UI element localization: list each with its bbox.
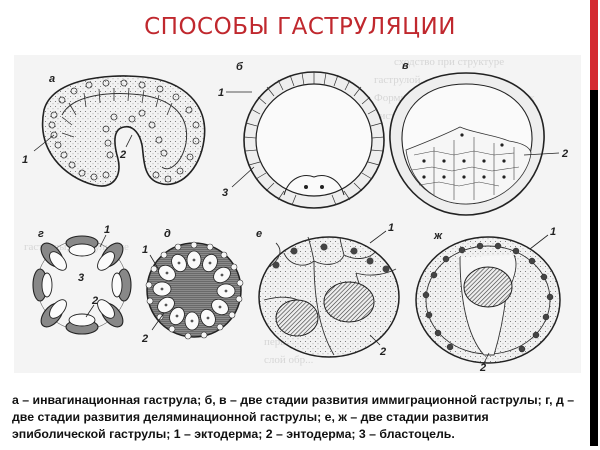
accent-bar-red: [590, 0, 598, 90]
panel-e-epiboly-stage-1: е 1: [256, 222, 400, 358]
callout-zh-2: 2: [479, 362, 486, 373]
callout-zh-1: 1: [550, 226, 556, 238]
panel-d-delamination-stage-2: д: [141, 228, 244, 345]
callout-g-3: 3: [78, 272, 84, 284]
callout-b-1: 1: [218, 87, 224, 99]
panel-label-b: б: [236, 61, 244, 73]
svg-text:слой обр...: слой обр...: [264, 354, 314, 366]
gastrulation-figure: сходство при структуре гаструлой. Формир…: [14, 55, 581, 373]
panel-label-v: в: [402, 60, 409, 72]
svg-text:сходство при структуре: сходство при структуре: [394, 56, 504, 68]
svg-text:гаструлой.: гаструлой.: [374, 74, 423, 86]
panel-label-e: е: [256, 228, 262, 240]
panel-g-delamination-stage-1: г: [32, 224, 132, 335]
callout-d-2: 2: [141, 333, 148, 345]
callout-a-1: 1: [22, 154, 28, 166]
panel-label-zh: ж: [433, 230, 443, 242]
panel-b-immigration-stage-1: б: [218, 61, 385, 209]
figure-drawing: сходство при структуре гаструлой. Формир…: [22, 56, 568, 373]
callout-e-2: 2: [379, 346, 386, 358]
callout-a-2: 2: [119, 149, 126, 161]
panel-a-invagination-gastrula: а: [22, 73, 206, 187]
figure-caption: а – инвагинационная гаструла; б, в – две…: [12, 393, 575, 441]
panel-label-d: д: [164, 228, 171, 240]
panel-zh-epiboly-stage-2: ж 1 2: [415, 226, 561, 373]
callout-g-2: 2: [91, 295, 98, 307]
slide-title: СПОСОБЫ ГАСТРУЛЯЦИИ: [144, 14, 456, 40]
panel-v-immigration-stage-2: в 2: [389, 60, 568, 216]
callout-e-1: 1: [388, 222, 394, 234]
callout-v-2: 2: [561, 148, 568, 160]
accent-bar-black: [590, 90, 598, 446]
callout-g-1: 1: [104, 224, 110, 236]
callout-d-1: 1: [142, 244, 148, 256]
panel-label-g: г: [38, 228, 44, 240]
callout-b-3: 3: [222, 187, 228, 199]
panel-label-a: а: [49, 73, 55, 85]
